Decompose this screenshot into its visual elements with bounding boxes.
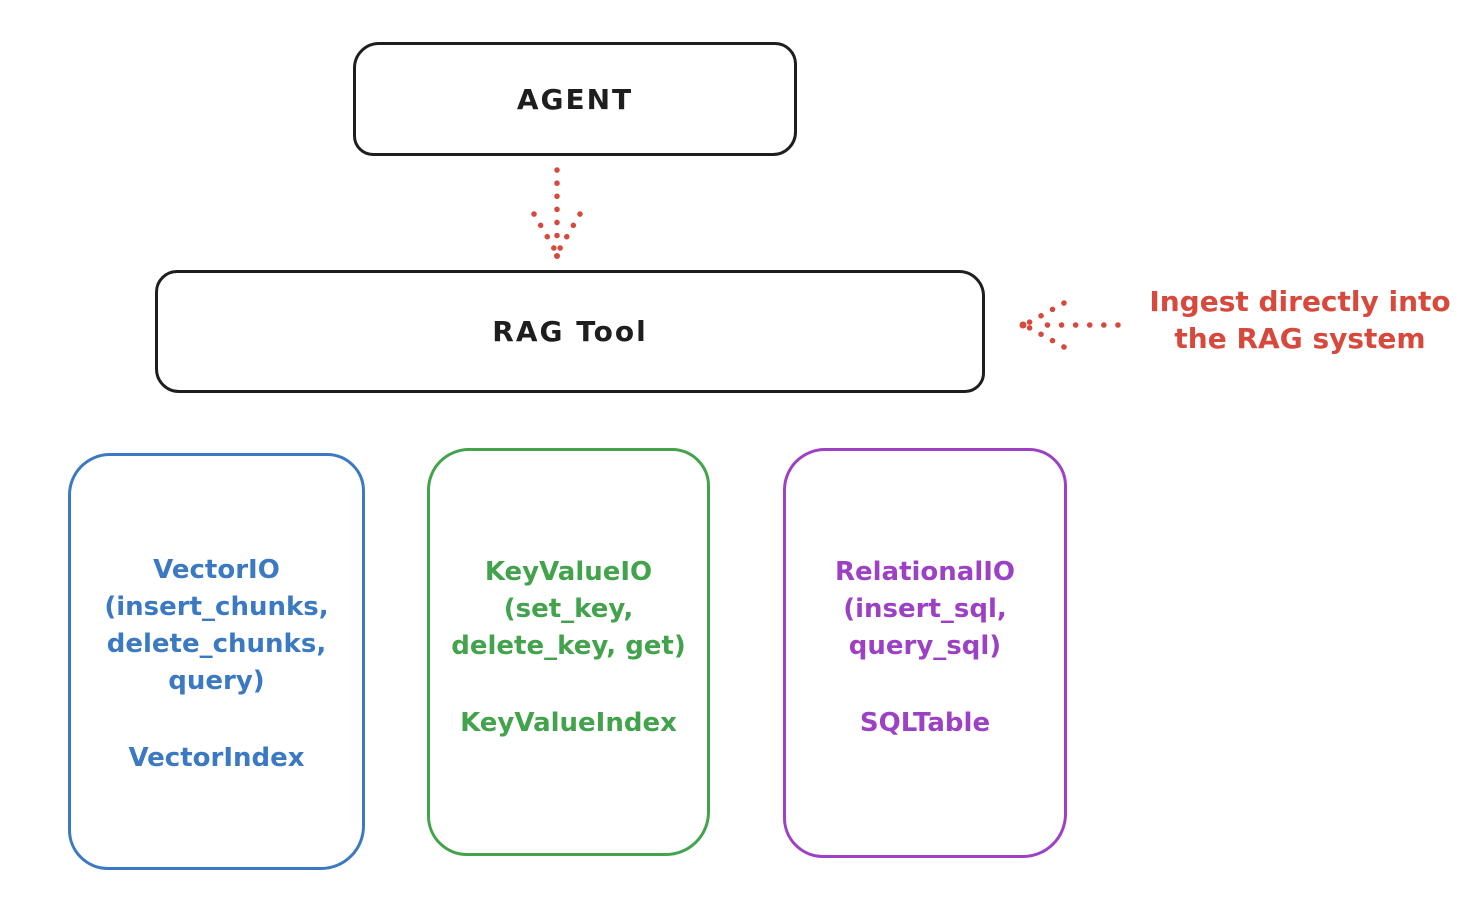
agent-label: AGENT	[516, 82, 634, 116]
relational-io-param-line: query_sql)	[848, 631, 1002, 661]
vector-io-param-line: query)	[168, 666, 265, 696]
keyvalue-io-title: KeyValueIO	[484, 557, 653, 587]
agent-to-ragtool-arrowhead-right	[556, 211, 583, 253]
agent-to-ragtool-arrow-tip	[554, 253, 560, 259]
vector-io-param-line: delete_chunks,	[106, 629, 327, 659]
vector-index-label: VectorIndex	[128, 743, 305, 773]
annotation-to-ragtool-arrow-tip	[1019, 321, 1027, 329]
keyvalue-index-label: KeyValueIndex	[460, 708, 677, 738]
ingest-annotation-line1: Ingest directly into	[1149, 285, 1451, 318]
ingest-annotation: Ingest directly into the RAG system	[1130, 283, 1470, 357]
keyvalue-io-param-line: (set_key,	[503, 594, 634, 624]
agent-to-ragtool-arrowhead-left	[531, 211, 558, 253]
rag-tool-box: RAG Tool	[155, 270, 985, 393]
vector-io-param-line: (insert_chunks,	[104, 592, 329, 622]
relational-io-title: RelationalIO	[834, 557, 1016, 587]
agent-box: AGENT	[353, 42, 797, 156]
vector-io-title: VectorIO	[153, 555, 280, 585]
vector-io-box: VectorIO (insert_chunks, delete_chunks, …	[68, 453, 365, 870]
annotation-to-ragtool-arrowhead-top	[1025, 300, 1067, 326]
keyvalue-io-param-line: delete_key, get)	[451, 631, 686, 661]
relational-io-param-line: (insert_sql,	[843, 594, 1007, 624]
annotation-to-ragtool-arrowhead-bottom	[1025, 324, 1067, 350]
rag-tool-label: RAG Tool	[492, 315, 648, 348]
relational-io-box: RelationalIO (insert_sql, query_sql) SQL…	[783, 448, 1067, 858]
ingest-annotation-line2: the RAG system	[1174, 322, 1426, 355]
keyvalue-io-box: KeyValueIO (set_key, delete_key, get) Ke…	[427, 448, 710, 856]
sqltable-label: SQLTable	[859, 708, 991, 738]
